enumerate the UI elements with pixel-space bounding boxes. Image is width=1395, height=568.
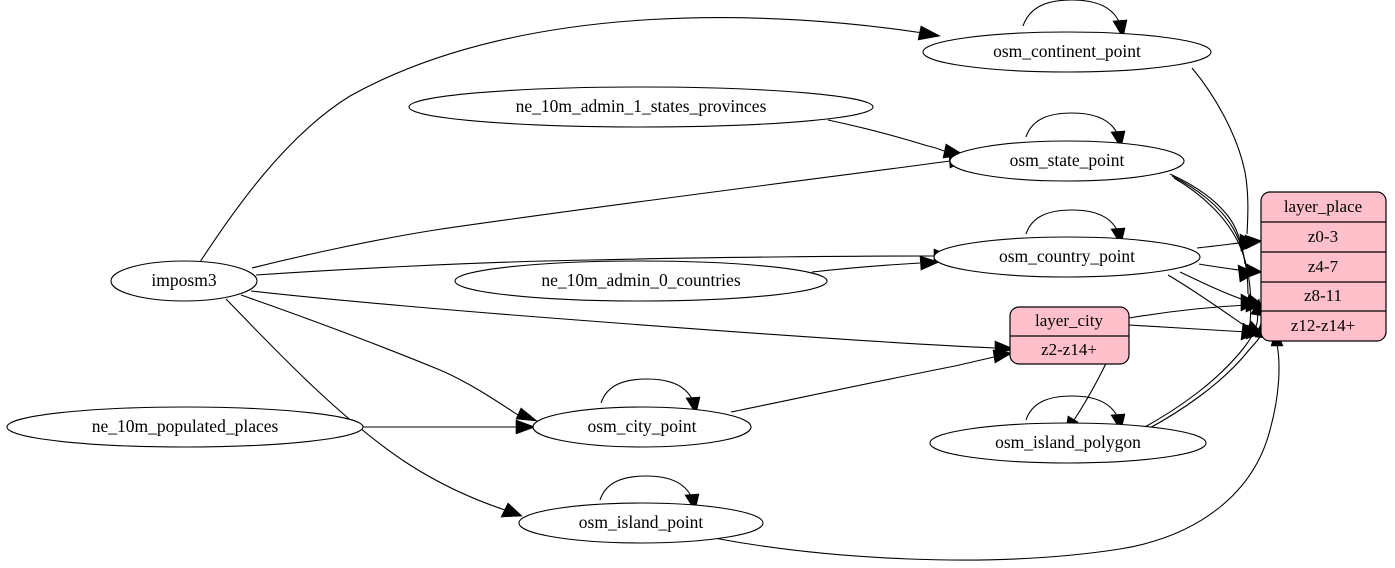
node-ne-10m-admin-0-countries[interactable]: ne_10m_admin_0_countries [454,260,828,302]
layer-place-row-z0-3[interactable]: z0-3 [1308,227,1338,246]
node-ne-10m-admin-1-states-provinces[interactable]: ne_10m_admin_1_states_provinces [408,86,874,128]
node-label-imposm3: imposm3 [151,270,216,290]
node-imposm3[interactable]: imposm3 [110,260,258,302]
node-label-osm-city-point: osm_city_point [588,416,697,436]
node-osm-city-point[interactable]: osm_city_point [532,406,752,448]
layer-place-row-z12-z14plus[interactable]: z12-z14+ [1291,316,1355,335]
node-ne-10m-populated-places[interactable]: ne_10m_populated_places [6,406,364,448]
edge-ne-populated-to-osm-city-point [363,419,536,435]
node-label-osm-continent-point: osm_continent_point [993,41,1141,61]
node-label-ne-states: ne_10m_admin_1_states_provinces [516,96,767,116]
layer-city-row-z2-z14plus[interactable]: z2-z14+ [1041,340,1097,359]
node-layer-city[interactable]: layer_city z2-z14+ [1009,306,1130,365]
node-osm-continent-point[interactable]: osm_continent_point [922,31,1212,73]
edge-imposm3-to-osm-continent-point [199,17,941,263]
node-label-osm-country-point: osm_country_point [999,246,1135,266]
edge-osm-country-point-to-layer-place-z4-7 [1198,263,1263,279]
edge-osm-island-polygon-to-layer-place-z8-11 [1142,298,1264,429]
edge-osm-country-point-to-layer-place-z0-3 [1196,234,1263,250]
edge-ne-states-to-osm-state-point [827,119,965,159]
edge-osm-continent-point-to-layer-place-z0-3 [1191,67,1258,252]
node-osm-island-polygon[interactable]: osm_island_polygon [929,422,1207,464]
layer-city-title: layer_city [1035,311,1103,330]
node-osm-country-point[interactable]: osm_country_point [933,236,1201,278]
layer-place-title: layer_place [1284,197,1362,216]
node-label-ne-populated: ne_10m_populated_places [92,416,279,436]
layer-place-row-z4-7[interactable]: z4-7 [1308,257,1339,276]
node-label-ne-countries: ne_10m_admin_0_countries [541,270,740,290]
node-osm-state-point[interactable]: osm_state_point [949,140,1185,182]
edge-imposm3-to-osm-city-point [240,294,538,422]
node-osm-island-point[interactable]: osm_island_point [518,502,764,544]
node-label-osm-island-point: osm_island_point [579,512,704,532]
node-label-osm-island-polygon: osm_island_polygon [995,432,1141,452]
edge-osm-city-point-to-layer-city [730,349,1013,413]
edge-imposm3-to-osm-state-point [251,153,969,269]
node-label-osm-state-point: osm_state_point [1010,150,1125,170]
layer-place-row-z8-11[interactable]: z8-11 [1304,286,1342,305]
node-layer-place[interactable]: layer_place z0-3 z4-7 z8-11 z12-z14+ [1260,191,1387,342]
edge-ne-countries-to-osm-country-point [811,255,940,273]
edge-imposm3-to-osm-island-point [225,298,523,518]
node-layer: imposm3 ne_10m_admin_1_states_provinces … [6,31,1212,544]
